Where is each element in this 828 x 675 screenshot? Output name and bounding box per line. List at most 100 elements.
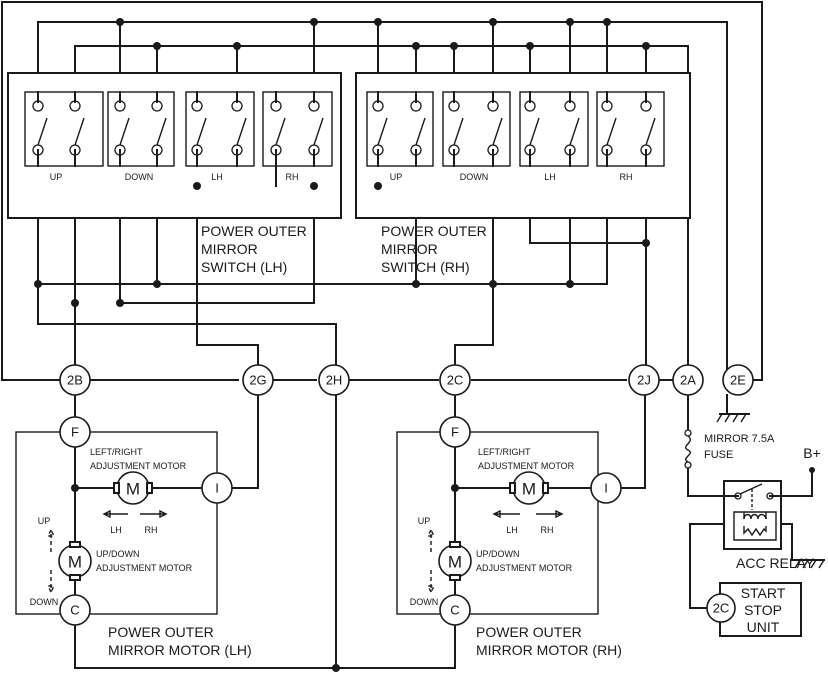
motor-rh-terminal-f-label: F: [451, 425, 459, 440]
ud-motor-rh-label-1: UP/DOWN: [476, 549, 520, 559]
junction-dot: [642, 42, 650, 50]
motor-rh-terminal-c: C: [439, 594, 471, 626]
acc-relay-label: ACC RELAY: [736, 555, 815, 571]
switch-rh-up-label: UP: [390, 172, 403, 182]
junction-dot: [116, 299, 124, 307]
junction-dot: [153, 280, 161, 288]
mirror-motor-lh: M M LEFT/RIGHT ADJUSTMENT MOTOR UP/DOWN …: [15, 431, 252, 658]
junction-dot: [642, 239, 650, 247]
switch-blade-icon: [196, 117, 207, 146]
mirror-motor-rh: M M LEFT/RIGHT ADJUSTMENT MOTOR UP/DOWN …: [396, 431, 622, 658]
switch-blade-icon: [236, 117, 247, 146]
lr-motor-lh-label-1: LEFT/RIGHT: [90, 447, 143, 457]
lr-motor-rh-label-1: LEFT/RIGHT: [478, 447, 531, 457]
start-stop-label-3: UNIT: [747, 619, 780, 635]
switch-lh-up-unit: [24, 91, 104, 167]
mirror-motor-rh-title-1: POWER OUTER: [476, 624, 582, 640]
battery-terminal: B+: [803, 445, 821, 473]
switch-lh-title-1: POWER OUTER: [201, 223, 307, 239]
mirror-motor-lh-housing: [15, 431, 218, 615]
battery-label: B+: [803, 445, 821, 461]
switch-rh-rh-unit: [596, 91, 665, 167]
ground-symbols: [716, 411, 825, 569]
switch-blade-icon: [119, 117, 130, 146]
relay-resistor-icon: [743, 526, 767, 537]
fuse-label-2: FUSE: [704, 449, 733, 461]
junction-dot: [116, 18, 124, 26]
switch-blade-icon: [569, 117, 580, 146]
connector-2e: 2E: [722, 364, 754, 396]
motor-lh-terminal-f-label: F: [71, 425, 79, 440]
mirror-motor-rh-title-2: MIRROR MOTOR (RH): [476, 642, 622, 658]
motor-lh-terminal-c-label: C: [70, 603, 79, 618]
switch-blade-icon: [453, 117, 464, 146]
switch-blade-icon: [529, 117, 540, 146]
ud-motor-lh-label-1: UP/DOWN: [96, 549, 140, 559]
dir-down-label: DOWN: [30, 597, 59, 607]
switch-blade-icon: [606, 117, 617, 146]
junction-dot: [374, 182, 382, 190]
left-arrow-icon: [102, 509, 128, 519]
switch-rh-lh-unit: [519, 91, 589, 167]
fuse-label-1: MIRROR 7.5A: [704, 433, 775, 445]
junction-dot: [566, 18, 574, 26]
ground-icon: [791, 559, 825, 569]
fuse-icon: [685, 435, 691, 463]
junction-dot: [310, 18, 318, 26]
switch-lh-down-label: DOWN: [125, 172, 154, 182]
junction-dot: [332, 664, 340, 672]
dir-up-label: UP: [418, 516, 431, 526]
mirror-motor-lh-title-1: POWER OUTER: [108, 624, 214, 640]
ground-icon: [716, 411, 750, 423]
start-stop-label-1: START: [741, 585, 786, 601]
lr-motor-lh-label-2: ADJUSTMENT MOTOR: [90, 461, 187, 471]
junction-dot: [374, 18, 382, 26]
connector-2h-label: 2H: [326, 373, 343, 388]
start-stop-unit: 2C START STOP UNIT: [706, 582, 802, 637]
switch-rh-title-3: SWITCH (RH): [381, 259, 470, 275]
connector-2j: 2J: [628, 364, 660, 396]
switch-internal-wires: [37, 91, 647, 187]
dir-rh-label: RH: [145, 525, 158, 535]
start-stop-connector-label: 2C: [713, 601, 730, 616]
switch-blade-icon: [377, 117, 388, 146]
dir-down-label: DOWN: [410, 597, 439, 607]
ud-motor-lh-label-2: ADJUSTMENT MOTOR: [96, 563, 193, 573]
switch-blade-icon: [492, 117, 503, 146]
left-arrow-icon: [492, 509, 520, 519]
lr-motor-lh-label: M: [126, 480, 140, 499]
junction-dot: [34, 280, 42, 288]
connector-2j-label: 2J: [637, 373, 651, 388]
lr-motor-rh-label-2: ADJUSTMENT MOTOR: [478, 461, 575, 471]
junction-dot: [412, 42, 420, 50]
switch-blade-icon: [37, 117, 48, 146]
junction-dot: [451, 484, 459, 492]
start-stop-connector-2c: [706, 593, 736, 623]
junction-dot: [153, 42, 161, 50]
ud-motor-rh-label: M: [448, 553, 462, 572]
connector-2a-label: 2A: [680, 373, 696, 388]
junction-dot: [450, 42, 458, 50]
dir-rh-label: RH: [541, 525, 554, 535]
right-arrow-icon: [140, 509, 168, 519]
start-stop-label-2: STOP: [744, 602, 782, 618]
connector-2a: 2A: [672, 364, 704, 396]
junction-dots: [34, 18, 650, 672]
connector-2b-label: 2B: [67, 373, 83, 388]
down-arrow-icon: [46, 570, 56, 594]
switch-lh-lh-unit: [185, 91, 255, 167]
connectors: 2B 2G 2H 2C 2J 2A 2E F I C F I C: [59, 364, 754, 626]
switch-blade-icon: [156, 117, 167, 146]
lr-motor-rh-label: M: [522, 480, 536, 499]
connector-2g-label: 2G: [249, 373, 266, 388]
junction-dot: [71, 484, 79, 492]
junction-dot: [566, 280, 574, 288]
switch-lh-rh-unit: [262, 91, 333, 167]
switch-rh-title-2: MIRROR: [381, 241, 438, 257]
dir-lh-label: LH: [506, 525, 518, 535]
connector-2g: 2G: [242, 364, 274, 396]
motor-lh-terminal-i: I: [201, 472, 233, 504]
switch-blade-icon: [415, 117, 426, 146]
switch-lh-rh-label: RH: [286, 172, 299, 182]
switch-lh-lh-label: LH: [211, 172, 223, 182]
